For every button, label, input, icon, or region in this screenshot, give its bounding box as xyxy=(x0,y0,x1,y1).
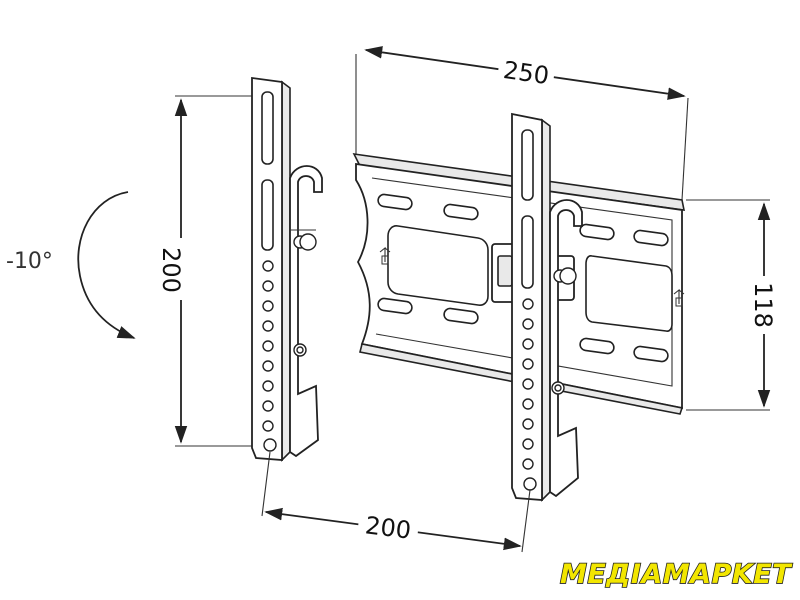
brand-logo: MEДIAMAPKET xyxy=(559,558,793,591)
horizontal-dimension-200 xyxy=(261,451,531,553)
vertical-spacing-label: 200 xyxy=(157,247,185,293)
tilt-angle-label: -10° xyxy=(6,249,53,274)
height-dimension-label: 118 xyxy=(749,282,777,328)
height-dimension-118 xyxy=(686,199,780,411)
brand-logo-text: MEДIAMAPKET xyxy=(560,559,793,590)
width-dimension-250 xyxy=(355,46,689,201)
side-bracket-left xyxy=(251,76,323,462)
width-dimension-label: 250 xyxy=(502,56,551,90)
tilt-arrow-icon xyxy=(77,191,136,339)
horizontal-spacing-label: 200 xyxy=(364,511,413,544)
center-bracket-arm xyxy=(511,112,583,502)
vertical-dimension-200 xyxy=(164,95,272,447)
